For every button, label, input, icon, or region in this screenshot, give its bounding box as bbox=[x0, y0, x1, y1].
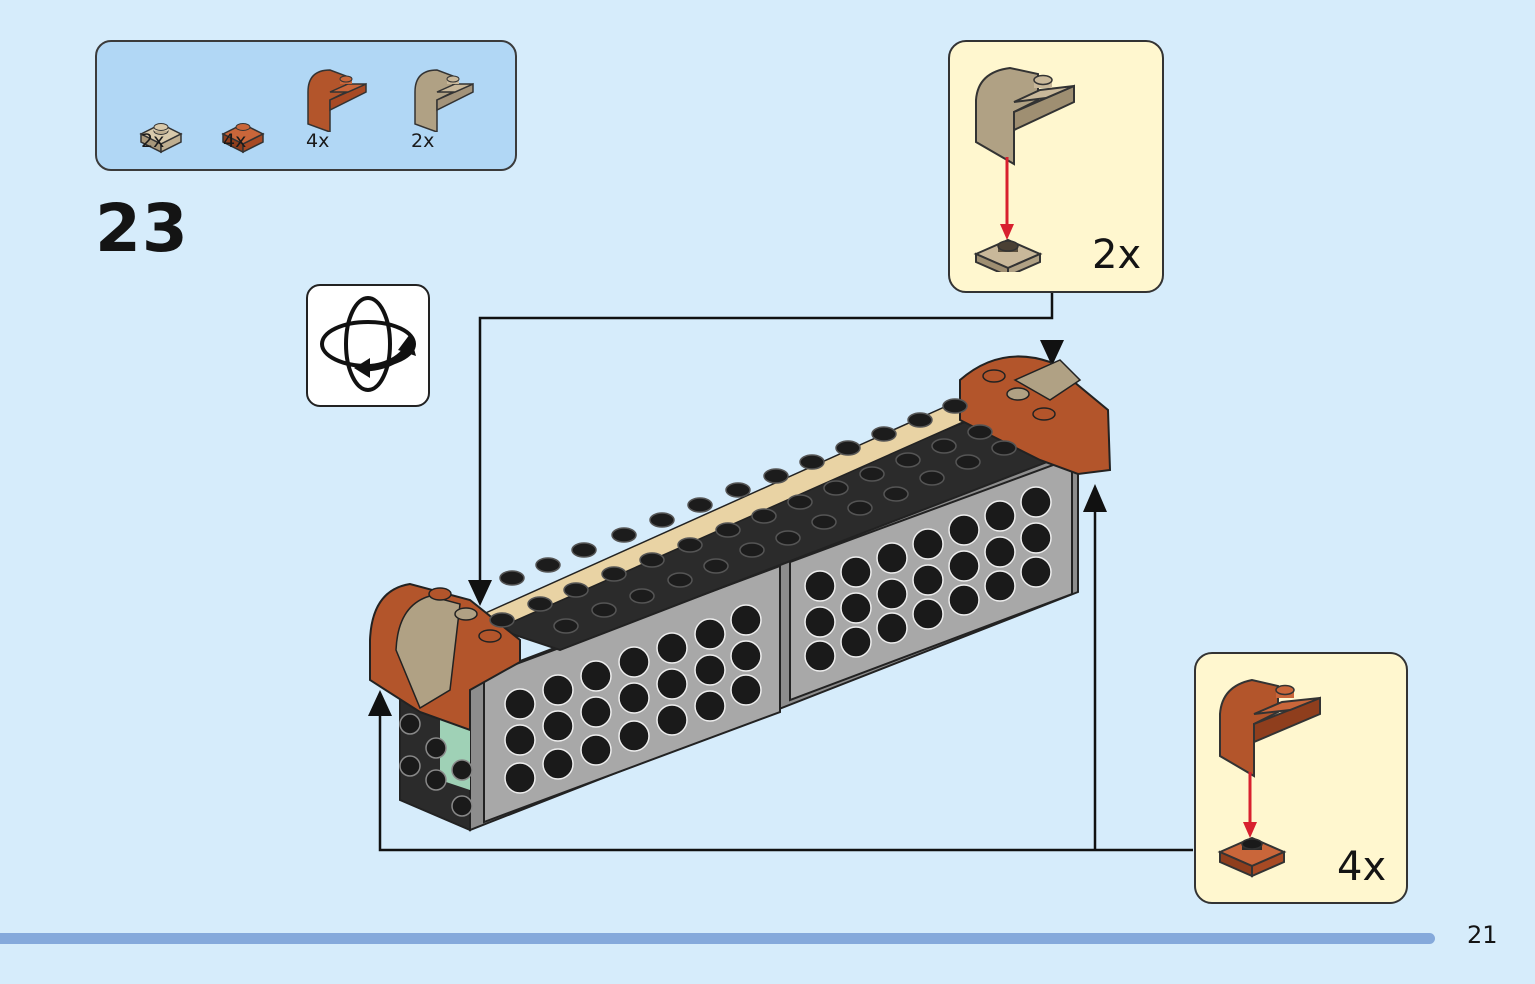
rotate-model-icon bbox=[306, 284, 430, 407]
page-number: 21 bbox=[1467, 921, 1498, 949]
front-panel-studs bbox=[504, 486, 1052, 794]
callout-count-2: 4x bbox=[1337, 844, 1387, 890]
step-number: 23 bbox=[95, 190, 189, 267]
callout-orange-slope: 4x bbox=[1194, 652, 1408, 904]
connector-lines bbox=[378, 293, 1193, 852]
tan-plate-1x1-icon bbox=[137, 94, 217, 154]
arrow-bottom-right bbox=[1083, 484, 1107, 512]
orange-curved-slope-icon bbox=[300, 62, 380, 132]
callout-tan-slope: 2x bbox=[948, 40, 1164, 293]
tan-curved-slope-icon bbox=[407, 62, 487, 132]
top-studs bbox=[489, 398, 1017, 634]
left-side-studs bbox=[399, 713, 473, 817]
orange-slope-assembly-icon bbox=[1217, 678, 1321, 878]
tan-slope-assembly-icon bbox=[973, 66, 1075, 272]
arrow-top-right bbox=[1040, 340, 1064, 366]
orange-plate-1x1-icon bbox=[219, 94, 299, 154]
arrow-top-left bbox=[468, 580, 492, 606]
callout-count-1: 2x bbox=[1092, 232, 1142, 278]
part-count-3: 4x bbox=[306, 130, 330, 152]
footer-progress-bar bbox=[0, 933, 1435, 944]
part-count-2: 4x bbox=[223, 130, 247, 152]
cap-studs bbox=[428, 369, 1056, 643]
arrow-bottom-left bbox=[368, 690, 392, 716]
part-count-1: 2x bbox=[141, 130, 165, 152]
parts-list-box: 2x 4x 4x 2x bbox=[95, 40, 517, 171]
part-count-4: 2x bbox=[411, 130, 435, 152]
